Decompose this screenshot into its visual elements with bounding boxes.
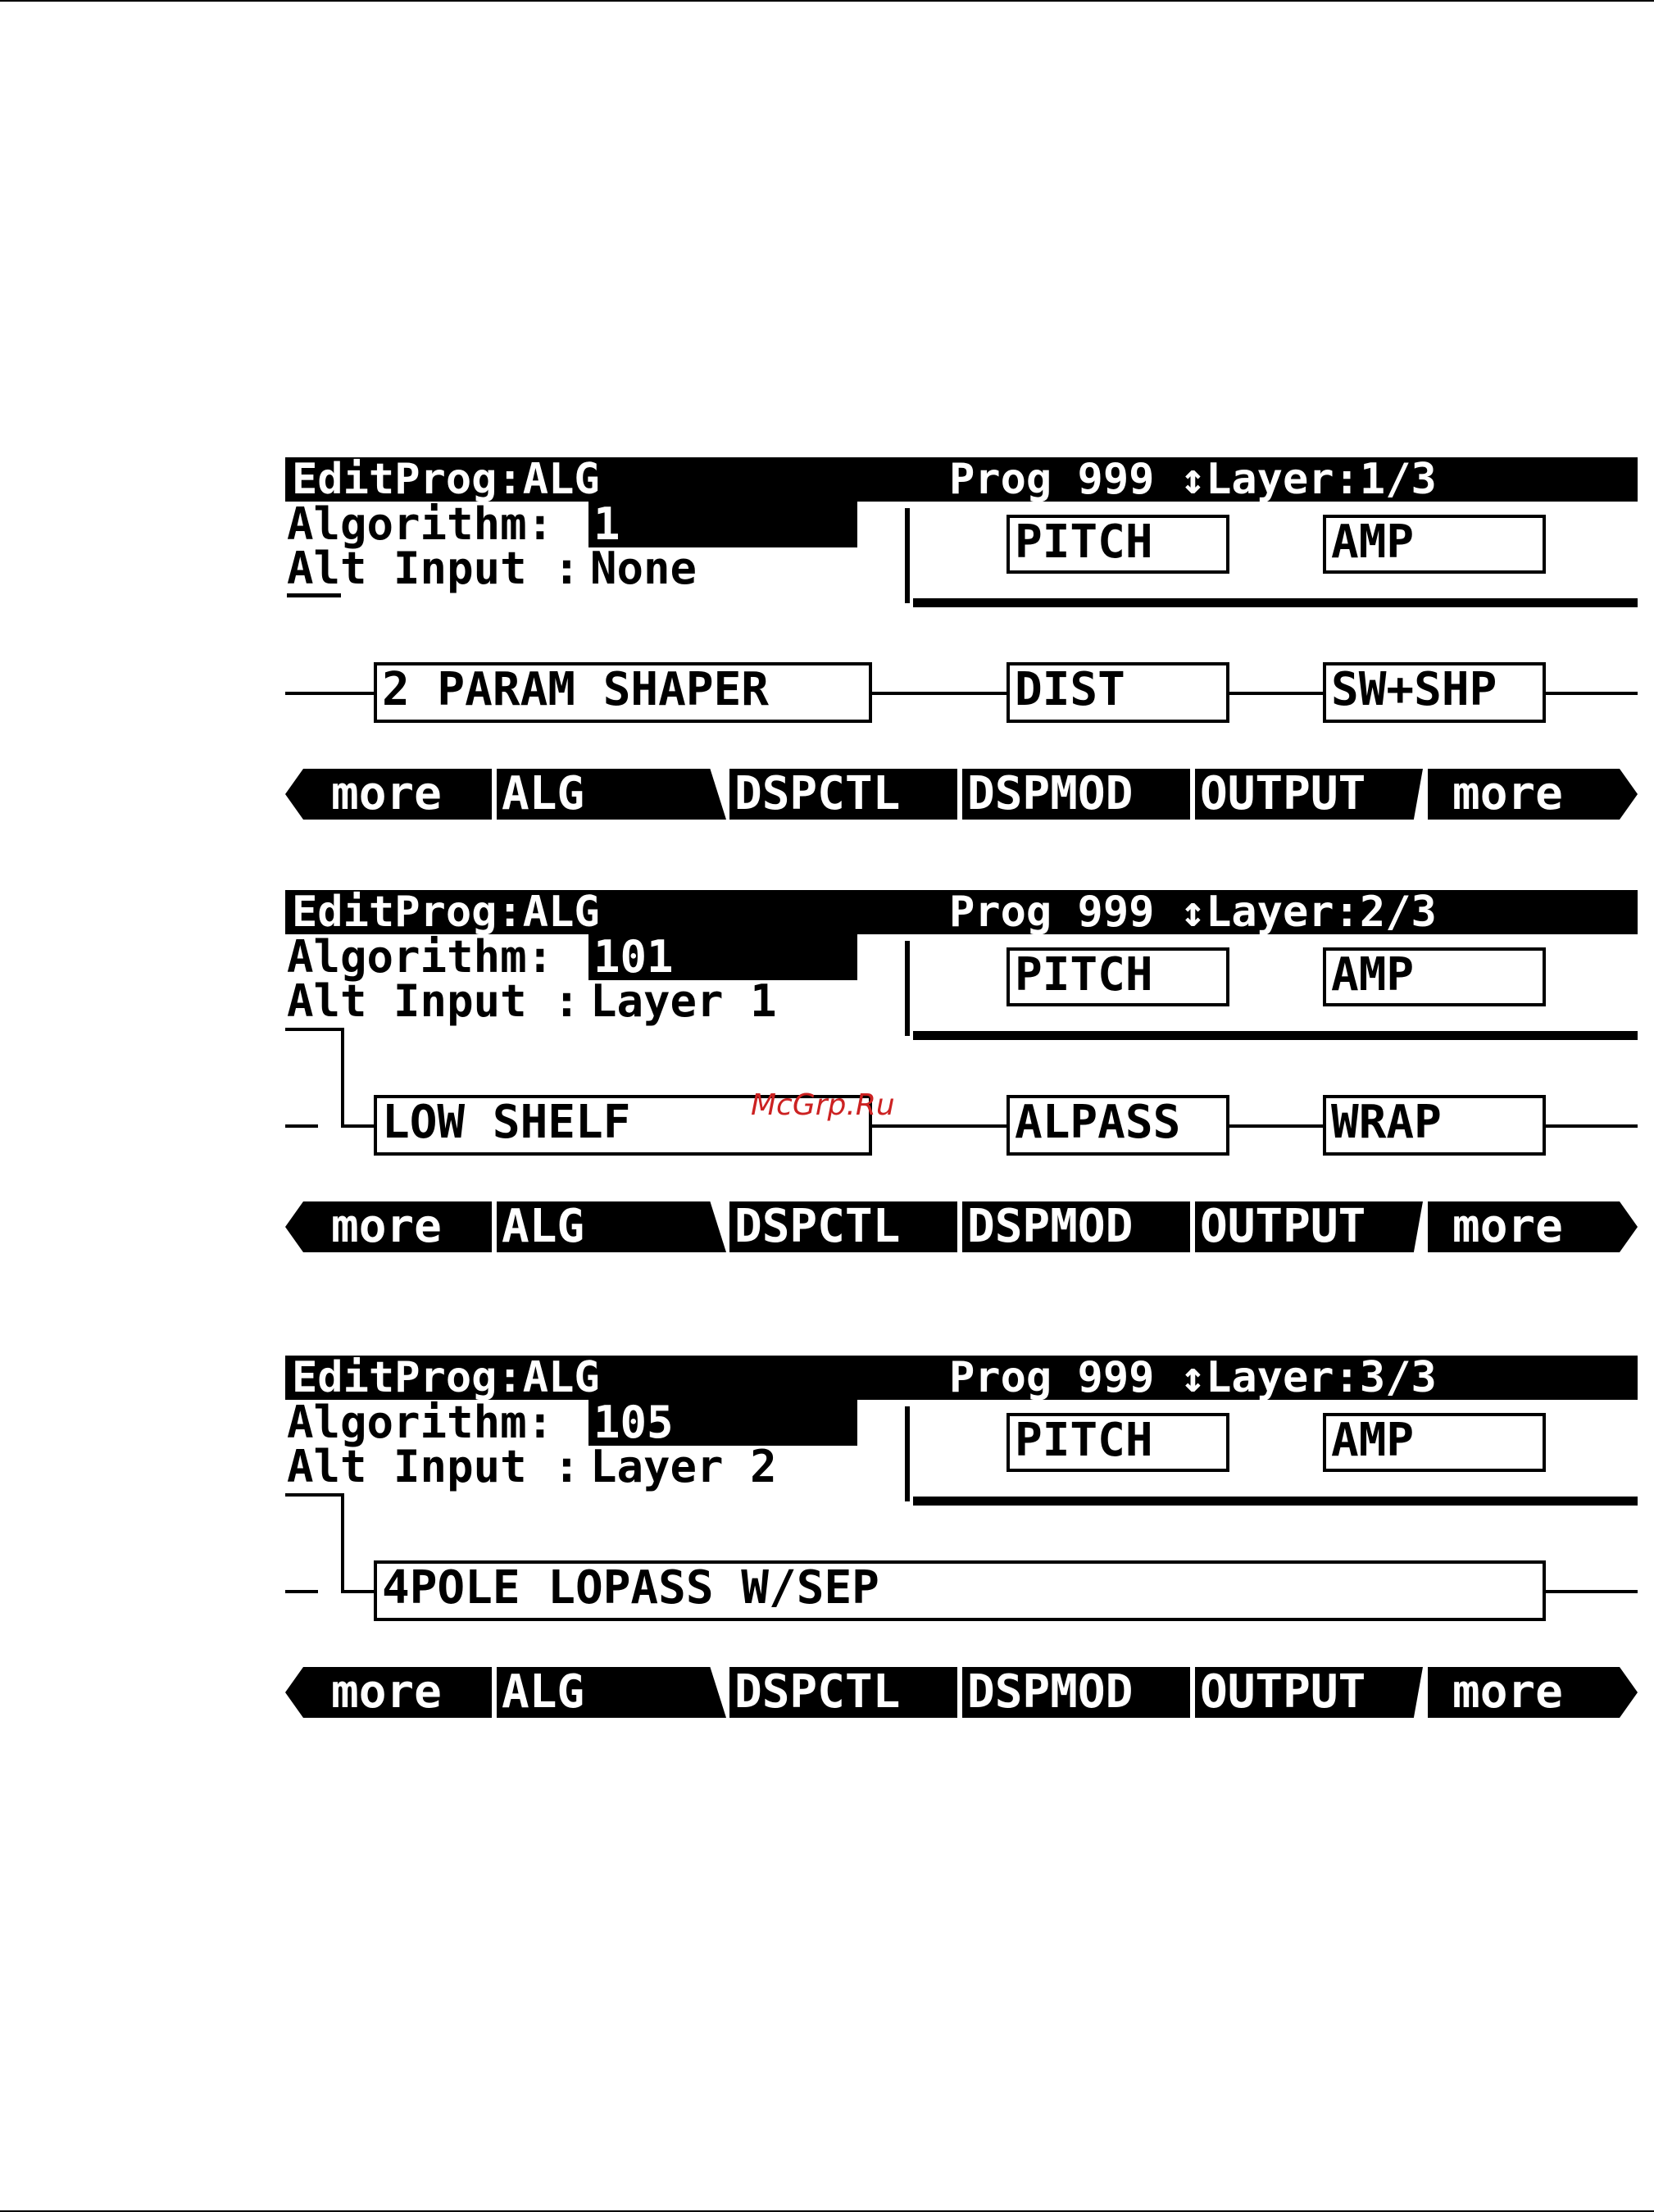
softkey-bar: more ALG DSPCTL DSPMOD OUTPUT more [285,1667,1638,1718]
algorithm-label: Algorithm: [287,1397,554,1448]
amp-block[interactable]: AMP [1323,947,1546,1006]
softkey-more-left[interactable]: more [285,1201,492,1252]
algorithm-field-highlight[interactable] [588,934,857,980]
pitch-amp-panel-bottom [913,1497,1638,1506]
dsp-block-3[interactable]: WRAP [1323,1095,1546,1156]
signal-line [1228,692,1325,695]
softkey-more-right[interactable]: more [1428,769,1638,820]
signal-line [285,1124,318,1128]
alt-input-route-line [341,1124,375,1128]
dsp-block-1[interactable]: 2 PARAM SHAPER [374,662,872,723]
amp-block[interactable]: AMP [1323,1413,1546,1472]
pitch-amp-panel-bottom [913,1031,1638,1040]
algorithm-field-highlight[interactable] [588,1400,857,1446]
alt-input-route-line [285,1028,344,1031]
dsp-block-1[interactable]: 4POLE LOPASS W/SEP [374,1560,1546,1621]
pitch-block[interactable]: PITCH [1006,947,1229,1006]
softkey-more-right[interactable]: more [1428,1201,1638,1252]
algorithm-label: Algorithm: [287,498,554,550]
softkey-dspmod[interactable]: DSPMOD [962,769,1190,820]
softkey-dspctl[interactable]: DSPCTL [729,1667,957,1718]
pitch-amp-panel-border [905,1406,910,1501]
signal-line [285,692,375,695]
pitch-block[interactable]: PITCH [1006,515,1229,574]
dsp-block-2[interactable]: ALPASS [1006,1095,1229,1156]
pitch-amp-panel-border [905,508,910,603]
pitch-amp-panel-border [905,941,910,1036]
softkey-alg[interactable]: ALG [497,1201,726,1252]
softkey-more-left[interactable]: more [285,1667,492,1718]
signal-line [870,1124,1008,1128]
softkey-dspmod[interactable]: DSPMOD [962,1667,1190,1718]
title-bar [285,1356,1638,1400]
softkey-output[interactable]: OUTPUT [1195,1201,1423,1252]
dsp-block-3[interactable]: SW+SHP [1323,662,1546,723]
alt-input-value[interactable]: None [590,543,697,594]
signal-line [870,692,1008,695]
algorithm-value[interactable]: 101 [593,931,674,983]
lcd-screen-layer-2: EditProg:ALG Prog 999 ↕Layer:2/3 Algorit… [285,890,1638,1324]
amp-block[interactable]: AMP [1323,515,1546,574]
program-layer-indicator[interactable]: Prog 999 ↕Layer:2/3 [949,888,1437,937]
title-bar [285,890,1638,934]
alt-input-route-line [341,1028,344,1128]
signal-line [1228,1124,1325,1128]
dsp-block-2[interactable]: DIST [1006,662,1229,723]
alt-input-value[interactable]: Layer 1 [590,975,777,1027]
softkey-dspmod[interactable]: DSPMOD [962,1201,1190,1252]
softkey-output[interactable]: OUTPUT [1195,769,1423,820]
page-title: EditProg:ALG [292,1353,600,1402]
page-title: EditProg:ALG [292,888,600,937]
page-bottom-rule [0,2210,1654,2212]
softkey-output[interactable]: OUTPUT [1195,1667,1423,1718]
algorithm-field-highlight[interactable] [588,502,857,547]
lcd-screen-layer-3: EditProg:ALG Prog 999 ↕Layer:3/3 Algorit… [285,1356,1638,1790]
softkey-bar: more ALG DSPCTL DSPMOD OUTPUT more [285,769,1638,820]
title-bar [285,457,1638,502]
softkey-alg[interactable]: ALG [497,1667,726,1718]
alt-input-underline [287,593,341,597]
alt-input-route-line [285,1493,344,1497]
softkey-dspctl[interactable]: DSPCTL [729,769,957,820]
softkey-more-right[interactable]: more [1428,1667,1638,1718]
algorithm-value[interactable]: 105 [593,1397,674,1448]
softkey-more-left[interactable]: more [285,769,492,820]
page-top-rule [0,0,1654,2]
signal-line-output [1544,692,1638,695]
program-layer-indicator[interactable]: Prog 999 ↕Layer:1/3 [949,455,1437,504]
page-title: EditProg:ALG [292,455,600,504]
pitch-amp-panel-bottom [913,598,1638,607]
alt-input-route-line [341,1590,375,1593]
pitch-block[interactable]: PITCH [1006,1413,1229,1472]
lcd-screen-layer-1: EditProg:ALG Prog 999 ↕Layer:1/3 Algorit… [285,457,1638,892]
alt-input-route-line [341,1493,344,1593]
signal-line-output [1544,1590,1638,1593]
softkey-alg[interactable]: ALG [497,769,726,820]
softkey-dspctl[interactable]: DSPCTL [729,1201,957,1252]
watermark-text: McGrp.Ru [751,1088,895,1122]
alt-input-label: Alt Input : [287,543,580,594]
alt-input-value[interactable]: Layer 2 [590,1441,777,1492]
alt-input-label: Alt Input : [287,1441,580,1492]
signal-line [285,1590,318,1593]
signal-line-output [1544,1124,1638,1128]
softkey-bar: more ALG DSPCTL DSPMOD OUTPUT more [285,1201,1638,1252]
program-layer-indicator[interactable]: Prog 999 ↕Layer:3/3 [949,1353,1437,1402]
alt-input-label: Alt Input : [287,975,580,1027]
algorithm-value[interactable]: 1 [593,498,620,550]
algorithm-label: Algorithm: [287,931,554,983]
